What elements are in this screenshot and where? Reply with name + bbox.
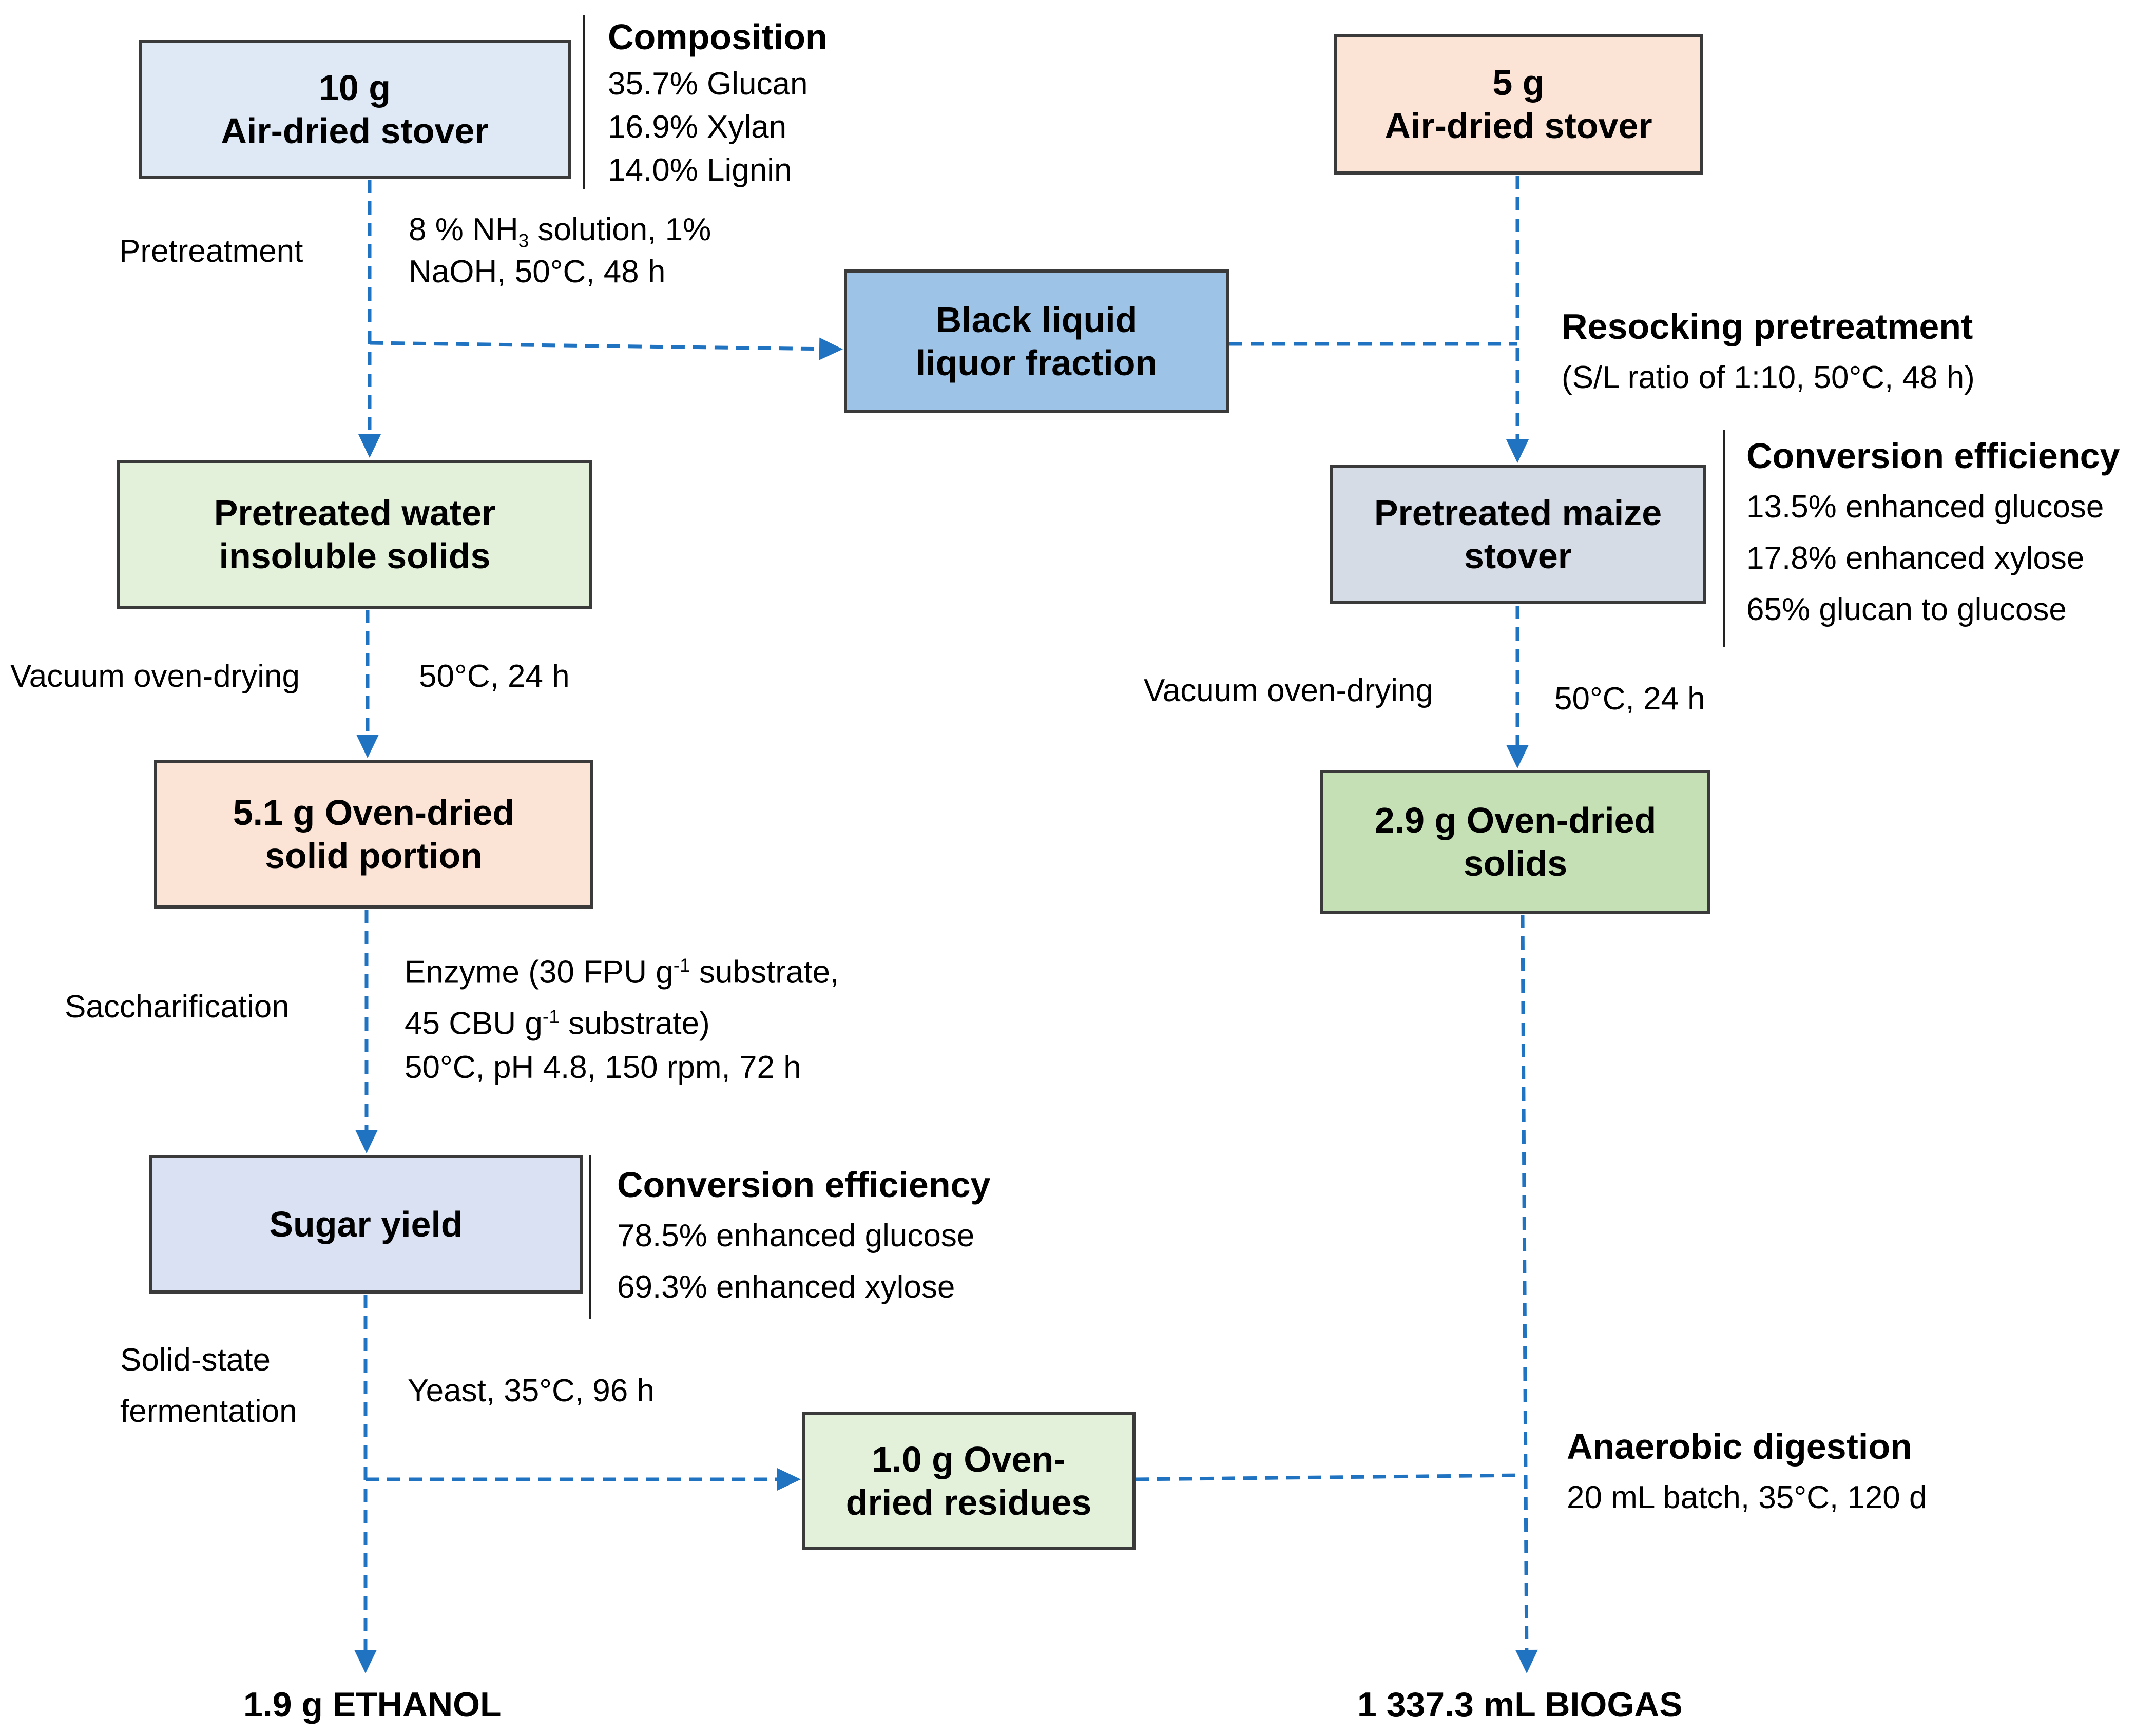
connector-residues-to-right: [1135, 1473, 1522, 1481]
box-5g-air-dried-stover: 5 g Air-dried stover: [1334, 34, 1703, 175]
conversion-left-divider: [589, 1155, 591, 1319]
arrowhead-icon: [1506, 439, 1529, 463]
composition-divider: [583, 15, 585, 189]
box-line-1: 2.9 g Oven-dried: [1374, 800, 1657, 840]
box-line-2: Air-dried stover: [221, 111, 489, 151]
box-black-liquid-liquor-fraction: Black liquid liquor fraction: [844, 269, 1229, 413]
arrowhead-icon: [819, 337, 843, 360]
box-1-0g-oven-dried-residues: 1.0 g Oven- dried residues: [802, 1412, 1136, 1550]
box-10g-air-dried-stover: 10 g Air-dried stover: [139, 40, 571, 179]
box-line-2: solid portion: [265, 836, 483, 876]
connector-to-black-liquor: [369, 341, 832, 351]
box-2-9g-oven-dried-solids: 2.9 g Oven-dried solids: [1320, 770, 1710, 914]
conversion-heading: Conversion efficiency: [617, 1165, 991, 1205]
output-ethanol: 1.9 g ETHANOL: [243, 1685, 502, 1724]
output-biogas: 1 337.3 mL BIOGAS: [1357, 1685, 1683, 1724]
box-line-2: stover: [1464, 536, 1572, 576]
conversion-efficiency-right: Conversion efficiency 13.5% enhanced glu…: [1746, 430, 2120, 635]
anaerobic-heading: Anaerobic digestion: [1567, 1426, 1912, 1467]
conversion-line: 69.3% enhanced xylose: [617, 1269, 955, 1305]
box-line-1: 1.0 g Oven-: [872, 1439, 1066, 1479]
step-pretreatment: Pretreatment: [119, 234, 303, 269]
composition-heading: Composition: [608, 17, 828, 57]
sacc-cond-text: substrate,: [690, 954, 839, 990]
step-vacuum-oven-drying-left: Vacuum oven-drying: [10, 659, 300, 694]
pretreatment-cond-sub: 3: [518, 229, 529, 252]
box-5-1g-oven-dried-solid-portion: 5.1 g Oven-dried solid portion: [154, 760, 593, 909]
box-line-1: Pretreated maize: [1374, 493, 1662, 533]
box-line-1: Pretreated water: [214, 493, 496, 533]
box-pretreated-maize-stover: Pretreated maize stover: [1330, 465, 1706, 604]
step-fermentation-line-2: fermentation: [120, 1394, 297, 1429]
arrowhead-icon: [355, 1130, 378, 1153]
step-fermentation-line-1: Solid-state: [120, 1342, 271, 1378]
box-line-2: Air-dried stover: [1384, 106, 1652, 146]
arrowhead-icon: [777, 1468, 801, 1491]
sacc-cond-text: 45 CBU g: [405, 1006, 543, 1041]
composition-line: 14.0% Lignin: [608, 152, 792, 188]
conversion-line: 17.8% enhanced xylose: [1746, 541, 2085, 576]
resocking-pretreatment: Resocking pretreatment (S/L ratio of 1:1…: [1562, 301, 1975, 403]
pretreatment-cond-text: 8 % NH: [409, 212, 518, 247]
arrowhead-icon: [1515, 1649, 1538, 1673]
resocking-heading: Resocking pretreatment: [1562, 306, 1973, 346]
step-vacuum-oven-drying-right: Vacuum oven-drying: [1144, 673, 1434, 708]
composition-line: 16.9% Xylan: [608, 109, 787, 145]
sacc-cond-text: Enzyme (30 FPU g: [405, 954, 674, 990]
saccharification-conditions-1: Enzyme (30 FPU g-1 substrate,: [405, 939, 839, 998]
arrowhead-icon: [354, 1650, 377, 1673]
box-line-1: Sugar yield: [269, 1204, 463, 1244]
anaerobic-conditions: 20 mL batch, 35°C, 120 d: [1567, 1480, 1927, 1515]
conversion-line: 13.5% enhanced glucose: [1746, 489, 2104, 525]
anaerobic-digestion: Anaerobic digestion 20 mL batch, 35°C, 1…: [1567, 1421, 1927, 1523]
sacc-cond-sup: -1: [673, 954, 690, 976]
conversion-heading: Conversion efficiency: [1746, 436, 2120, 476]
saccharification-conditions-3: 50°C, pH 4.8, 150 rpm, 72 h: [405, 1050, 801, 1085]
connector-oven-solids-to-biogas: [1521, 914, 1529, 1663]
box-pretreated-water-insoluble-solids: Pretreated water insoluble solids: [117, 460, 592, 609]
box-line-2: dried residues: [845, 1482, 1092, 1522]
conversion-line: 65% glucan to glucose: [1746, 592, 2067, 627]
resocking-conditions: (S/L ratio of 1:10, 50°C, 48 h): [1562, 360, 1975, 395]
composition-annotation: Composition 35.7% Glucan 16.9% Xylan 14.…: [608, 11, 828, 192]
box-line-2: solids: [1463, 843, 1568, 883]
box-line-2: liquor fraction: [915, 343, 1158, 383]
arrowhead-icon: [1506, 745, 1529, 768]
step-saccharification: Saccharification: [65, 989, 290, 1025]
vacuum-left-conditions: 50°C, 24 h: [419, 659, 570, 694]
saccharification-conditions-2: 45 CBU g-1 substrate): [405, 991, 710, 1050]
box-sugar-yield: Sugar yield: [149, 1155, 583, 1294]
pretreatment-conditions-1: 8 % NH3 solution, 1%: [409, 204, 711, 266]
pretreatment-cond-text: solution, 1%: [529, 212, 711, 247]
box-line-1: Black liquid: [935, 300, 1138, 340]
fermentation-conditions: Yeast, 35°C, 96 h: [408, 1373, 655, 1409]
composition-line: 35.7% Glucan: [608, 66, 808, 102]
arrowhead-icon: [358, 434, 381, 458]
box-line-1: 5 g: [1492, 63, 1545, 103]
sacc-cond-sup: -1: [542, 1006, 560, 1027]
box-line-1: 5.1 g Oven-dried: [233, 793, 515, 833]
arrowhead-icon: [356, 735, 379, 758]
vacuum-right-conditions: 50°C, 24 h: [1554, 681, 1705, 717]
conversion-line: 78.5% enhanced glucose: [617, 1218, 975, 1253]
sacc-cond-text: substrate): [559, 1006, 710, 1041]
conversion-right-divider: [1723, 430, 1725, 647]
box-line-2: insoluble solids: [219, 536, 491, 576]
conversion-efficiency-left: Conversion efficiency 78.5% enhanced glu…: [617, 1159, 990, 1313]
pretreatment-conditions-2: NaOH, 50°C, 48 h: [409, 254, 666, 290]
box-line-1: 10 g: [318, 68, 391, 108]
